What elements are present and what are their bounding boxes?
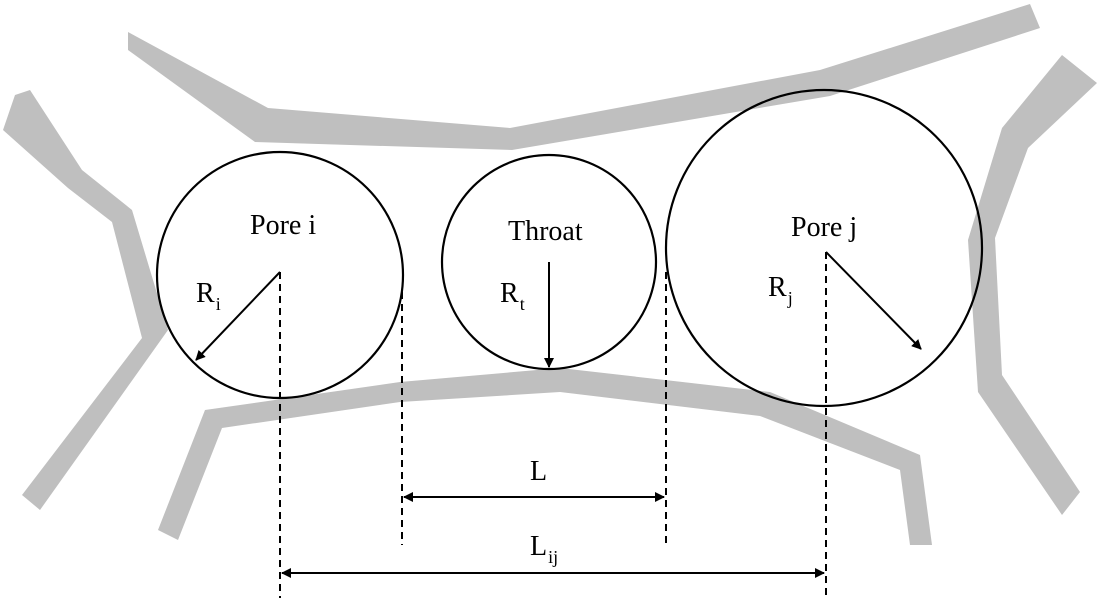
- throat-circle: [440, 153, 658, 371]
- length-l-label: L: [530, 456, 547, 487]
- radius-i-label: Ri: [196, 278, 221, 314]
- radius-t-label: Rt: [500, 278, 525, 314]
- radius-t-subscript: t: [520, 294, 525, 314]
- length-lij-symbol: L: [530, 531, 547, 562]
- radius-t-symbol: R: [500, 278, 519, 309]
- radius-i-arrow: [195, 271, 281, 361]
- radius-j-label: Rj: [768, 272, 793, 308]
- right-grain-wall: [968, 55, 1097, 515]
- radius-j-symbol: R: [768, 272, 787, 303]
- top-grain-wall: [128, 4, 1040, 150]
- left-grain-wall: [3, 90, 168, 510]
- pore-i-label: Pore i: [250, 210, 316, 241]
- pore-j-label: Pore j: [791, 212, 857, 243]
- length-lij-subscript: ij: [548, 547, 558, 567]
- radius-i-symbol: R: [196, 278, 215, 309]
- length-lij-label: Lij: [530, 531, 558, 567]
- radius-i-subscript: i: [216, 294, 221, 314]
- bottom-grain-wall: [158, 368, 932, 545]
- throat-label: Throat: [508, 216, 583, 247]
- pore-j-circle: [664, 88, 984, 408]
- radius-j-arrow: [825, 251, 922, 350]
- radius-j-subscript: j: [787, 288, 793, 308]
